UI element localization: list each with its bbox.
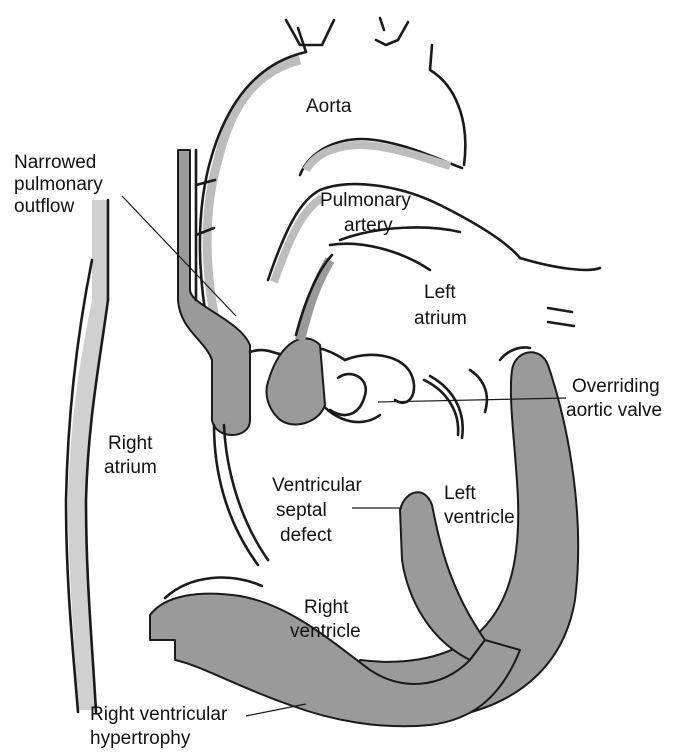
inferior-vena-cava bbox=[66, 200, 108, 712]
label-overriding-valve-2: aortic valve bbox=[566, 400, 662, 421]
label-vsd-2: septal bbox=[276, 500, 327, 521]
label-aorta: Aorta bbox=[306, 96, 352, 117]
vena-cava bbox=[178, 150, 268, 565]
label-right-ventricle-1: Right bbox=[304, 597, 349, 618]
label-pulmonary-artery-2: artery bbox=[344, 215, 393, 236]
pulmonary-artery bbox=[268, 184, 600, 282]
label-narrowed-outflow-3: outflow bbox=[14, 196, 74, 217]
label-narrowed-outflow-2: pulmonary bbox=[14, 174, 103, 195]
label-pulmonary-artery-1: Pulmonary bbox=[320, 190, 411, 211]
label-right-atrium-2: atrium bbox=[104, 457, 157, 478]
label-vsd-3: defect bbox=[280, 525, 332, 546]
label-right-atrium-1: Right bbox=[108, 433, 153, 454]
label-left-ventricle-1: Left bbox=[444, 483, 476, 504]
label-rv-hypertrophy-2: hypertrophy bbox=[90, 728, 191, 749]
label-left-ventricle-2: ventricle bbox=[444, 507, 515, 528]
label-left-atrium-1: Left bbox=[424, 282, 456, 303]
label-overriding-valve-1: Overriding bbox=[572, 376, 660, 397]
label-narrowed-outflow-1: Narrowed bbox=[14, 152, 96, 173]
label-right-ventricle-2: ventricle bbox=[290, 621, 361, 642]
label-left-atrium-2: atrium bbox=[414, 308, 467, 329]
leader-rv-hypertrophy bbox=[246, 704, 306, 716]
left-ventricle-wall bbox=[350, 352, 578, 717]
label-rv-hypertrophy-1: Right ventricular bbox=[90, 704, 228, 725]
label-vsd-1: Ventricular bbox=[272, 475, 362, 496]
